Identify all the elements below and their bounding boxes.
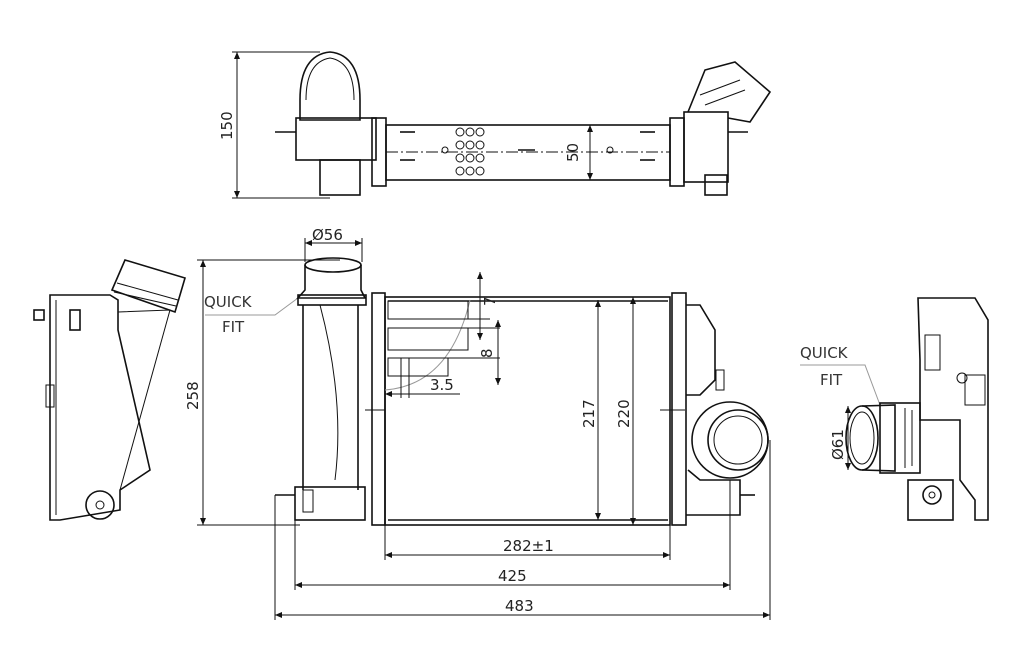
front-height-dim: 258 — [184, 381, 202, 410]
core-inner-height-dim: 217 — [580, 399, 598, 428]
core-width-dim: 282±1 — [503, 537, 554, 555]
fin-dim-8: 8 — [478, 348, 496, 358]
inlet-quick-fit-label: QUICK — [204, 293, 253, 311]
outlet-quick-fit-label-2: FIT — [820, 371, 843, 389]
fin-pitch-dim: 3.5 — [430, 376, 454, 394]
left-side-view — [33, 259, 186, 521]
top-tube-dim: 50 — [564, 143, 582, 162]
right-side-view: QUICK FIT Ø61 — [800, 297, 989, 521]
tube-corrugation — [455, 127, 485, 176]
inlet-diameter-dim: Ø56 — [312, 226, 343, 244]
top-height-dim: 150 — [218, 111, 236, 140]
front-view: 258 Ø56 QUICK FIT 7 — [184, 226, 771, 620]
fin-detail — [384, 299, 500, 398]
fin-dim-7: 7 — [481, 296, 499, 306]
overall-width-dim: 483 — [505, 597, 534, 615]
top-view: 150 50 — [218, 51, 772, 199]
inlet-quick-fit-label-2: FIT — [222, 318, 245, 336]
outlet-diameter-dim: Ø61 — [829, 429, 847, 460]
core-outer-height-dim: 220 — [615, 399, 633, 428]
outlet-quick-fit-label: QUICK — [800, 344, 849, 362]
tank-width-dim: 425 — [498, 567, 527, 585]
